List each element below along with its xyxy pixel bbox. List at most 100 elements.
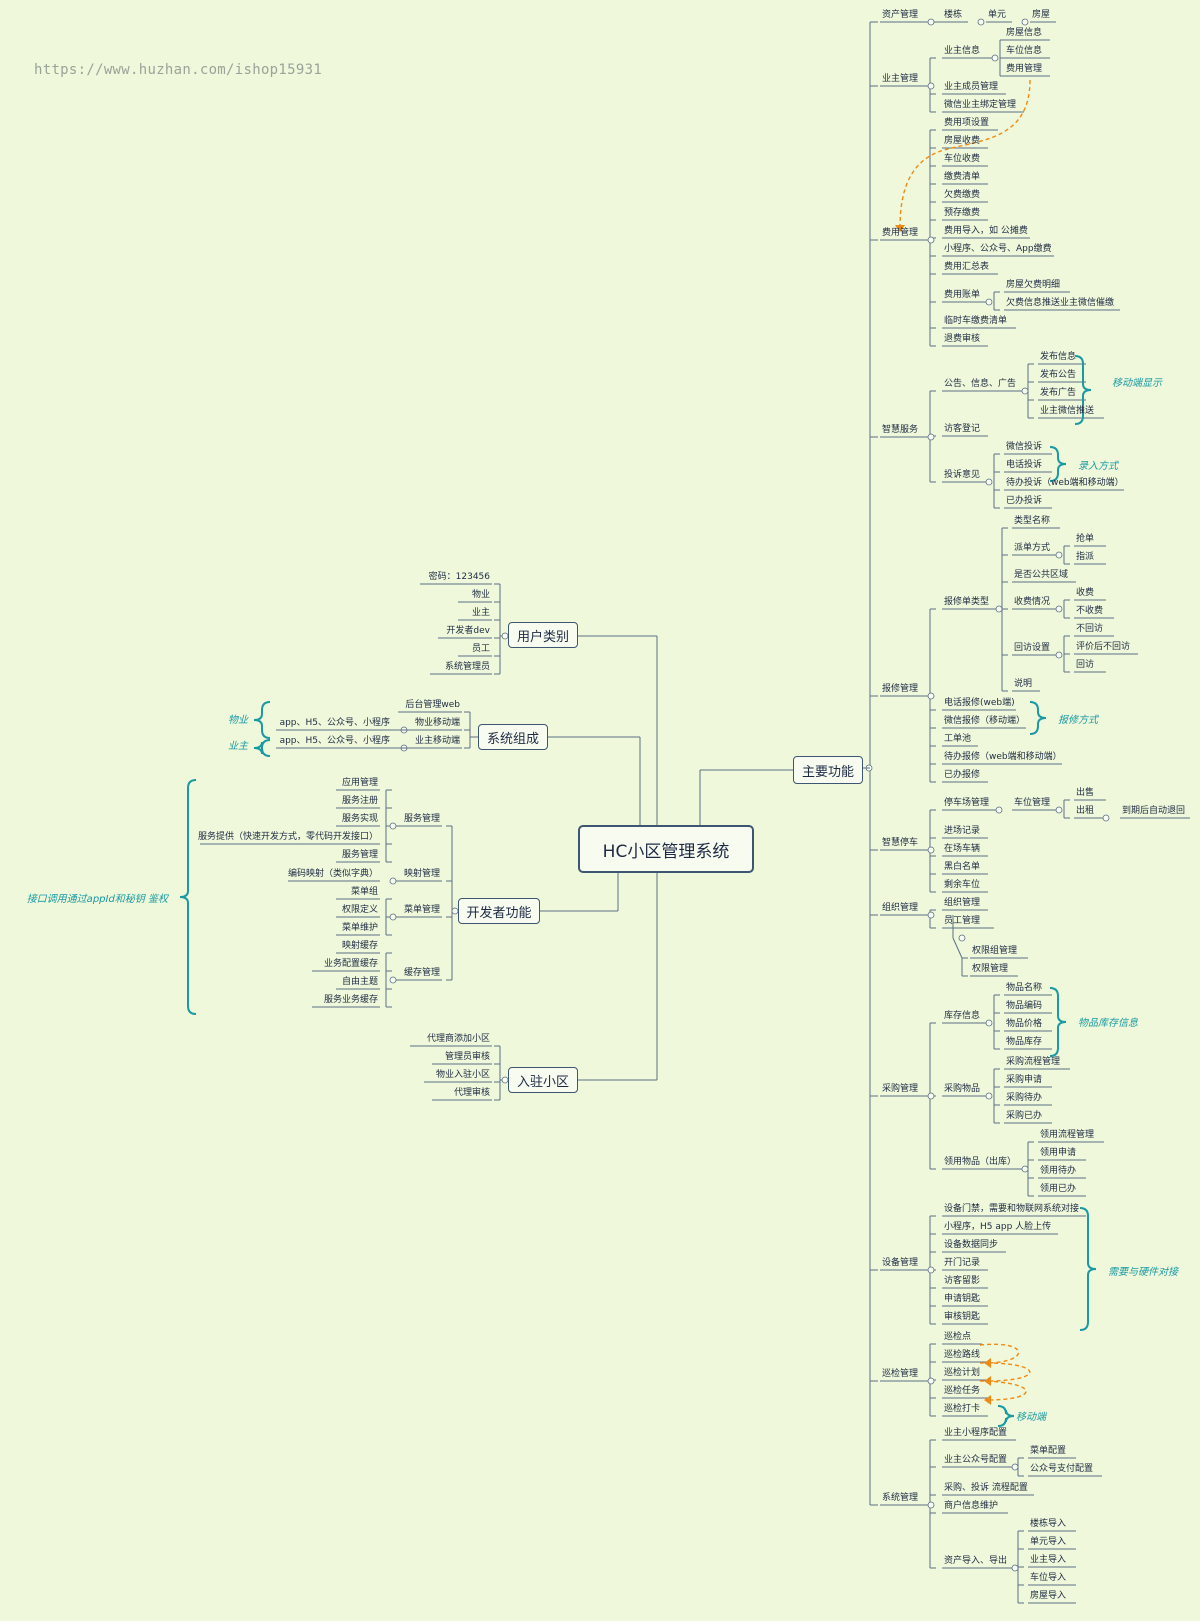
- node-bxdlx[interactable]: 报修单类型: [944, 597, 990, 607]
- node-xtgl[interactable]: 系统管理: [882, 1493, 919, 1503]
- collapse-toggle-icon[interactable]: [1055, 651, 1063, 659]
- node-pdfs[interactable]: 派单方式: [1014, 543, 1051, 553]
- node-dy[interactable]: 单元: [988, 10, 1007, 20]
- node-j-gly[interactable]: 管理员审核: [444, 1052, 490, 1062]
- collapse-toggle-icon[interactable]: [927, 18, 935, 26]
- collapse-toggle-icon[interactable]: [995, 806, 1003, 814]
- node-cgtslc[interactable]: 采购、投诉 流程配置: [944, 1483, 1028, 1493]
- branch-main-functions[interactable]: 主要功能: [793, 756, 863, 784]
- node-d-fw2[interactable]: 服务管理: [341, 850, 378, 860]
- node-xjjh[interactable]: 巡检计划: [944, 1368, 981, 1378]
- node-cwxx[interactable]: 车位信息: [1006, 46, 1043, 56]
- collapse-toggle-icon[interactable]: [927, 1092, 935, 1100]
- collapse-toggle-icon[interactable]: [1021, 387, 1029, 395]
- node-cwdr[interactable]: 车位导入: [1030, 1573, 1067, 1583]
- collapse-toggle-icon[interactable]: [927, 846, 935, 854]
- collapse-toggle-icon[interactable]: [1055, 551, 1063, 559]
- node-rlsc[interactable]: 小程序，H5 app 人脸上传: [944, 1222, 1052, 1232]
- node-xjd[interactable]: 巡检点: [944, 1332, 972, 1342]
- branch-developer-functions[interactable]: 开发者功能: [458, 898, 540, 924]
- node-jfqd[interactable]: 缴费清单: [944, 172, 981, 182]
- node-tsyj[interactable]: 投诉意见: [944, 470, 981, 480]
- node-d-bm[interactable]: 编码映射（类似字典）: [287, 869, 378, 879]
- node-zzgl[interactable]: 组织管理: [882, 903, 919, 913]
- node-lysq[interactable]: 领用申请: [1040, 1148, 1077, 1158]
- node-dbbx[interactable]: 待办报修（web端和移动端）: [944, 752, 1062, 762]
- node-sbtb[interactable]: 设备数据同步: [944, 1240, 999, 1250]
- collapse-toggle-icon[interactable]: [1021, 18, 1029, 26]
- collapse-toggle-icon[interactable]: [927, 1266, 935, 1274]
- node-wpmc[interactable]: 物品名称: [1006, 983, 1043, 993]
- node-kmjl[interactable]: 开门记录: [944, 1258, 981, 1268]
- node-xcx[interactable]: 小程序、公众号、App缴费: [944, 244, 1052, 254]
- node-ggxx[interactable]: 公告、信息、广告: [944, 379, 1017, 389]
- node-j-dl[interactable]: 代理商添加小区: [426, 1034, 490, 1044]
- node-yzxcx[interactable]: 业主小程序配置: [944, 1428, 1008, 1438]
- node-d-cdwh[interactable]: 菜单维护: [341, 923, 378, 933]
- node-yzcy[interactable]: 业主成员管理: [944, 82, 999, 92]
- node-hmd[interactable]: 黑白名单: [944, 862, 981, 872]
- collapse-toggle-icon[interactable]: [985, 478, 993, 486]
- collapse-toggle-icon[interactable]: [927, 236, 935, 244]
- node-cglc[interactable]: 采购流程管理: [1006, 1057, 1061, 1067]
- collapse-toggle-icon[interactable]: [927, 433, 935, 441]
- node-j-dlsh[interactable]: 代理审核: [453, 1088, 490, 1098]
- node-mm[interactable]: 密码：123456: [428, 572, 490, 582]
- node-sm[interactable]: 说明: [1014, 679, 1033, 689]
- node-qxgl[interactable]: 权限管理: [972, 964, 1009, 974]
- collapse-toggle-icon[interactable]: [389, 913, 397, 921]
- node-dhbx[interactable]: 电话报修(web端): [944, 698, 1015, 708]
- node-lydb[interactable]: 领用待办: [1040, 1166, 1077, 1176]
- node-wxbd[interactable]: 微信业主绑定管理: [944, 100, 1017, 110]
- node-ybbx[interactable]: 已办报修: [944, 770, 981, 780]
- collapse-toggle-icon[interactable]: [927, 911, 935, 919]
- node-wxts[interactable]: 微信投诉: [1006, 442, 1043, 452]
- node-sfgg[interactable]: 是否公共区域: [1014, 570, 1069, 580]
- node-d-sx[interactable]: 服务实现: [341, 814, 378, 824]
- collapse-toggle-icon[interactable]: [927, 1377, 935, 1385]
- collapse-toggle-icon[interactable]: [995, 605, 1003, 613]
- node-dydr[interactable]: 单元导入: [1030, 1537, 1067, 1547]
- collapse-toggle-icon[interactable]: [958, 934, 966, 942]
- node-dhts[interactable]: 电话投诉: [1006, 460, 1043, 470]
- node-yzgl[interactable]: 业主管理: [882, 74, 919, 84]
- collapse-toggle-icon[interactable]: [977, 18, 985, 26]
- node-d-yy[interactable]: 应用管理: [341, 778, 378, 788]
- node-fygl[interactable]: 费用管理: [882, 228, 919, 238]
- node-fwxx[interactable]: 房屋信息: [1006, 28, 1043, 38]
- node-u-yg[interactable]: 员工: [471, 644, 490, 654]
- node-fbxx[interactable]: 发布信息: [1040, 352, 1077, 362]
- node-zzgl2[interactable]: 组织管理: [944, 898, 981, 908]
- collapse-toggle-icon[interactable]: [1102, 814, 1110, 822]
- node-sbgl[interactable]: 设备管理: [882, 1258, 919, 1268]
- node-fyxsz[interactable]: 费用项设置: [944, 118, 990, 128]
- node-cwgl[interactable]: 车位管理: [1014, 798, 1051, 808]
- node-d-ys[interactable]: 映射管理: [403, 869, 440, 879]
- node-cggl[interactable]: 采购管理: [882, 1084, 919, 1094]
- node-cgdb[interactable]: 采购待办: [1006, 1093, 1043, 1103]
- branch-user-types[interactable]: 用户类别: [508, 622, 578, 648]
- node-u-yz[interactable]: 业主: [471, 608, 490, 618]
- node-fbgg[interactable]: 发布公告: [1040, 370, 1077, 380]
- node-bxgl[interactable]: 报修管理: [882, 684, 919, 694]
- node-xjgl[interactable]: 巡检管理: [882, 1369, 919, 1379]
- node-fydr[interactable]: 费用导入，如 公摊费: [944, 226, 1028, 236]
- node-j-wy[interactable]: 物业入驻小区: [435, 1070, 490, 1080]
- collapse-toggle-icon[interactable]: [991, 54, 999, 62]
- root-node[interactable]: HC小区管理系统: [578, 825, 754, 873]
- node-wpkc[interactable]: 物品库存: [1006, 1037, 1043, 1047]
- node-s-wy[interactable]: 物业移动端: [414, 718, 460, 728]
- branch-system-composition[interactable]: 系统组成: [478, 724, 548, 750]
- collapse-toggle-icon[interactable]: [1055, 806, 1063, 814]
- node-fygl0[interactable]: 费用管理: [1006, 64, 1043, 74]
- collapse-toggle-icon[interactable]: [1055, 605, 1063, 613]
- node-s-app1[interactable]: app、H5、公众号、小程序: [279, 718, 390, 728]
- node-fwdr[interactable]: 房屋导入: [1030, 1591, 1067, 1601]
- node-bsf[interactable]: 不收费: [1076, 606, 1104, 616]
- node-lxmc[interactable]: 类型名称: [1014, 516, 1051, 526]
- node-yzxx[interactable]: 业主信息: [944, 46, 981, 56]
- node-cgwp[interactable]: 采购物品: [944, 1084, 981, 1094]
- node-sqys[interactable]: 申请钥匙: [944, 1294, 981, 1304]
- node-qfts[interactable]: 欠费信息推送业主微信催缴: [1006, 298, 1115, 308]
- node-sycw[interactable]: 剩余车位: [944, 880, 981, 890]
